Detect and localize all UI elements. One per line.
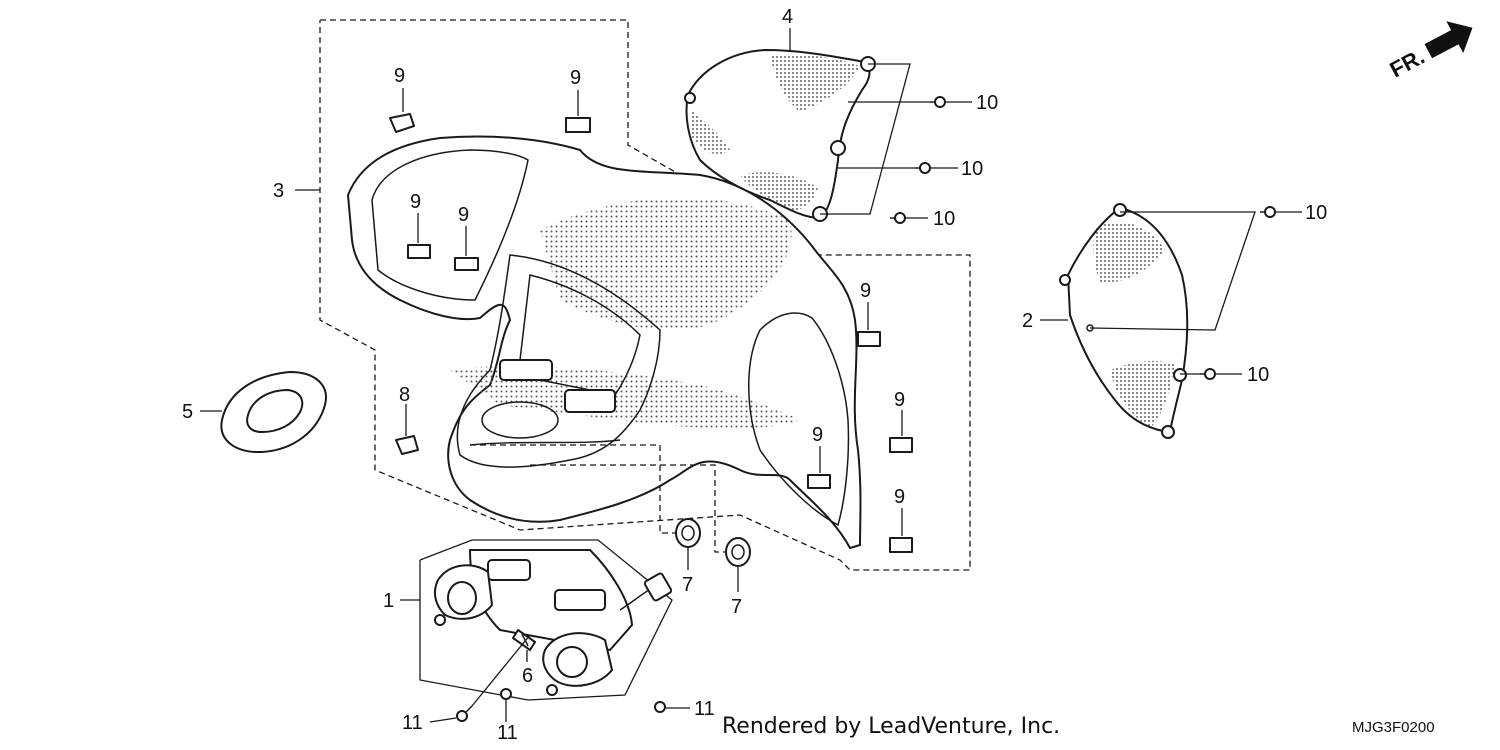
callout-7: 7 bbox=[682, 574, 693, 596]
leader-lines bbox=[200, 28, 1302, 723]
callout-9: 9 bbox=[812, 424, 823, 446]
callout-10: 10 bbox=[1305, 202, 1327, 224]
bolt-11-b[interactable] bbox=[500, 688, 512, 700]
grommet-b-dashed-leader bbox=[530, 464, 726, 553]
callout-9: 9 bbox=[410, 191, 421, 213]
callout-5: 5 bbox=[182, 401, 193, 423]
clip-9-g[interactable] bbox=[807, 474, 831, 489]
callout-11: 11 bbox=[402, 712, 423, 734]
callout-2: 2 bbox=[1022, 310, 1033, 332]
clip-8[interactable] bbox=[395, 435, 419, 455]
callout-10: 10 bbox=[976, 92, 998, 114]
front-direction-label: FR. bbox=[1386, 44, 1429, 83]
part-1-console[interactable] bbox=[433, 549, 673, 696]
part-7-grommet-a[interactable] bbox=[675, 518, 701, 548]
clip-9-d[interactable] bbox=[454, 257, 479, 271]
callout-9: 9 bbox=[458, 204, 469, 226]
callout-10: 10 bbox=[961, 158, 983, 180]
bolt-10-d[interactable] bbox=[1260, 206, 1276, 218]
diagram-code: MJG3F0200 bbox=[1352, 719, 1435, 736]
bolt-10-b[interactable] bbox=[915, 162, 931, 174]
callout-11: 11 bbox=[497, 722, 518, 744]
callout-4: 4 bbox=[782, 6, 793, 28]
grommet-a-dashed-leader bbox=[470, 444, 676, 534]
callout-9: 9 bbox=[570, 67, 581, 89]
part-3-inner-panel[interactable] bbox=[347, 135, 862, 549]
group-3-outline bbox=[319, 19, 971, 571]
clip-9-b[interactable] bbox=[565, 117, 591, 133]
callout-9: 9 bbox=[894, 389, 905, 411]
callout-10: 10 bbox=[933, 208, 955, 230]
callout-9: 9 bbox=[860, 280, 871, 302]
callout-3: 3 bbox=[273, 180, 284, 202]
clip-9-c[interactable] bbox=[407, 244, 431, 259]
part-7-grommet-b[interactable] bbox=[725, 537, 751, 567]
bolt-10-a[interactable] bbox=[930, 96, 946, 108]
group-1-outline bbox=[419, 539, 673, 701]
footer-credit: Rendered by LeadVenture, Inc. bbox=[722, 714, 1060, 739]
part-4-cover[interactable] bbox=[684, 49, 876, 222]
callout-1: 1 bbox=[383, 590, 394, 612]
callout-7: 7 bbox=[731, 596, 742, 618]
part-6-screw[interactable] bbox=[512, 629, 536, 651]
callout-9: 9 bbox=[894, 486, 905, 508]
callout-6: 6 bbox=[522, 665, 533, 687]
bolt-11-a[interactable] bbox=[456, 705, 473, 722]
bolt-11-c[interactable] bbox=[654, 701, 666, 713]
callout-10: 10 bbox=[1247, 364, 1269, 386]
front-direction-arrow-icon: FR. bbox=[1386, 21, 1473, 83]
part-5-ring[interactable] bbox=[220, 371, 327, 454]
callout-8: 8 bbox=[399, 384, 410, 406]
bolt-10-c[interactable] bbox=[890, 212, 906, 224]
clip-9-a[interactable] bbox=[389, 113, 415, 133]
callout-9: 9 bbox=[394, 65, 405, 87]
callout-11: 11 bbox=[694, 698, 715, 720]
clip-9-f[interactable] bbox=[889, 437, 913, 453]
bolt-10-e[interactable] bbox=[1200, 368, 1216, 380]
part-2-cover[interactable] bbox=[1059, 203, 1189, 439]
clip-9-h[interactable] bbox=[889, 537, 913, 553]
clip-9-e[interactable] bbox=[857, 331, 881, 347]
